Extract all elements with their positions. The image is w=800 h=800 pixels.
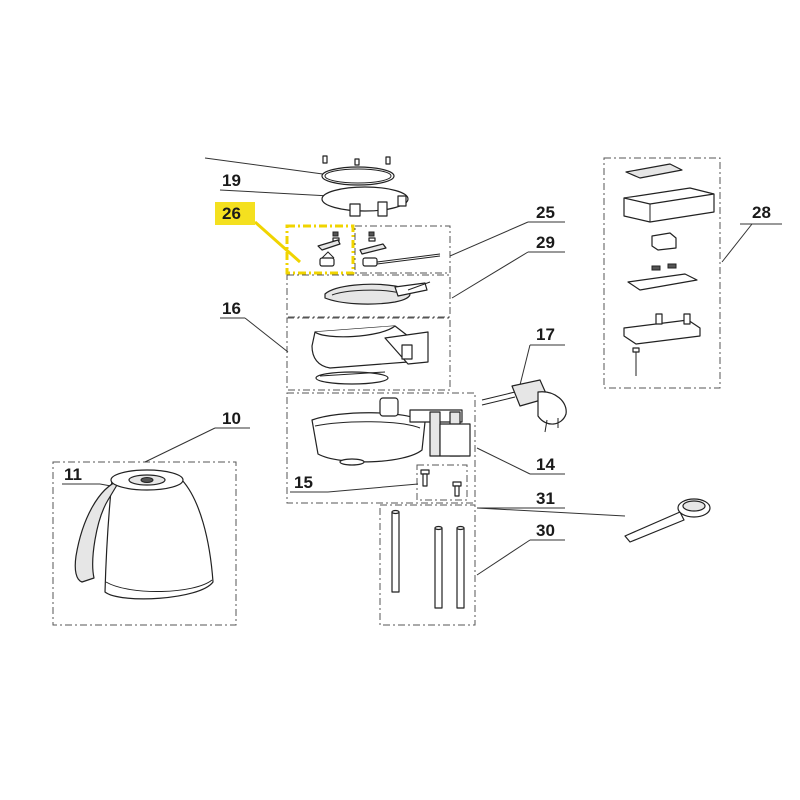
group-box-29 <box>286 274 451 318</box>
group-box-30 <box>379 504 476 626</box>
leader-19 <box>219 189 331 197</box>
leader-10-b <box>144 427 216 463</box>
leader-28-a <box>721 223 753 263</box>
part-31-measuring-spoon <box>624 498 711 543</box>
group-box-28 <box>603 157 721 389</box>
callout-26-highlight <box>215 202 255 225</box>
group-box-15 <box>416 464 468 501</box>
part-15-screws <box>420 469 462 497</box>
leader-17-b <box>519 344 531 386</box>
leader-15-b <box>327 483 419 493</box>
leader-31-c <box>476 507 626 517</box>
leader-top <box>204 157 331 176</box>
part-25-heating-switch <box>359 231 441 267</box>
part-26-thermostat <box>317 231 341 267</box>
callout-15: 15 <box>294 473 313 492</box>
top-clips-part <box>322 155 391 166</box>
leader-30-b <box>476 539 531 576</box>
callout-31: 31 <box>536 489 555 508</box>
callout-16: 16 <box>222 299 241 318</box>
group-box-16 <box>286 317 451 391</box>
leader-14-b <box>476 447 531 475</box>
part-29-heating-element <box>324 281 431 305</box>
callout-17: 17 <box>536 325 555 344</box>
part-30-rods <box>391 509 465 609</box>
part-19-disc-plate <box>321 186 409 217</box>
callout-19: 19 <box>222 171 241 190</box>
part-19-gasket-ring <box>321 166 395 186</box>
leader-25-a <box>449 221 529 257</box>
callout-30: 30 <box>536 521 555 540</box>
part-10-carafe <box>74 469 214 600</box>
part-16-upper-housing <box>311 325 429 385</box>
group-box-26-highlighted <box>285 224 355 275</box>
part-14-base-housing <box>311 397 471 466</box>
callout-11: 11 <box>64 465 82 484</box>
callout-28: 28 <box>752 203 771 222</box>
callout-25: 25 <box>536 203 555 222</box>
part-19-gasket-inner <box>324 168 392 184</box>
callout-29: 29 <box>536 233 555 252</box>
callout-14: 14 <box>536 455 555 474</box>
group-box-25 <box>354 225 451 274</box>
leader-29-a <box>451 251 529 299</box>
callout-10: 10 <box>222 409 241 428</box>
group-box-10 <box>52 461 237 626</box>
group-box-14 <box>286 392 476 504</box>
leader-26 <box>254 220 301 264</box>
leader-16-b <box>244 317 289 353</box>
callout-26: 26 <box>222 204 241 223</box>
part-17-power-cord <box>481 379 567 433</box>
part-28-control-panel <box>623 163 715 376</box>
